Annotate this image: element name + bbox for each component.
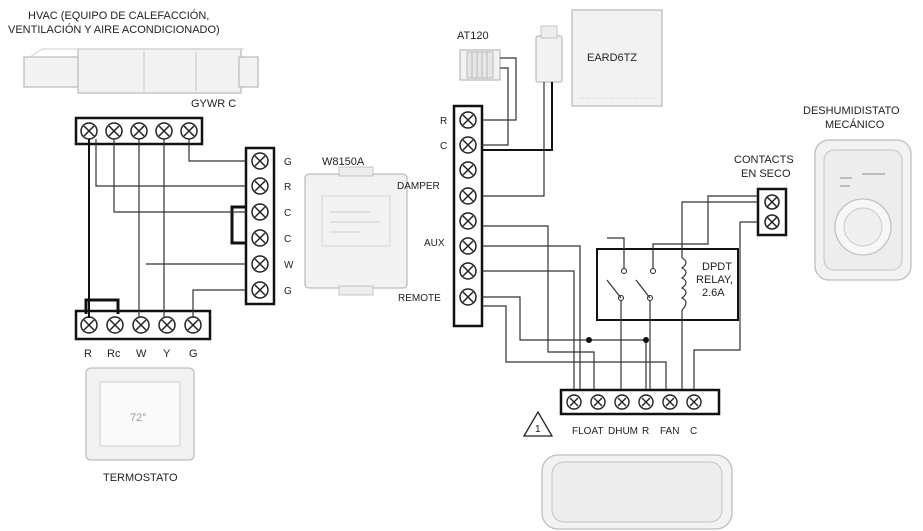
right-wires	[482, 57, 758, 389]
screw-icon	[130, 122, 148, 140]
screw-icon	[662, 394, 678, 410]
eard6tz-terminal-label: REMOTE	[398, 293, 441, 304]
eard6tz-terminal-label: C	[440, 141, 447, 152]
relay-label-line3: 2.6A	[702, 287, 725, 299]
screw-icon	[80, 122, 98, 140]
screw-icon	[459, 161, 477, 179]
screw-icon	[251, 229, 269, 247]
screw-icon	[686, 394, 702, 410]
thermostat-device	[85, 367, 195, 461]
mechanical-dehumidistat	[814, 139, 912, 281]
w8150a-terminal-label: G	[284, 157, 292, 168]
jumper-wire	[84, 298, 120, 314]
thermostat-terminal-label: W	[136, 348, 147, 360]
gywr-terminal-strip	[74, 116, 204, 146]
eard6tz-terminal-label: AUX	[424, 238, 445, 249]
dpdt-relay	[596, 248, 739, 389]
w8150a-device	[304, 166, 408, 296]
dry-contacts-block	[756, 187, 788, 237]
eard6tz-terminal-label: DAMPER	[397, 181, 440, 192]
eard6tz-panel	[571, 9, 663, 107]
plug-box	[535, 25, 563, 83]
bottom-terminal-label: DHUM	[608, 426, 638, 437]
thermostat-terminal-label: G	[189, 348, 198, 360]
contacts-label-line1: CONTACTS	[734, 154, 794, 166]
dehumidistat-label-line2: MECÁNICO	[825, 118, 885, 131]
screw-icon	[105, 122, 123, 140]
screw-icon	[764, 214, 780, 230]
note-number: 1	[535, 424, 541, 435]
thermostat-terminal-strip	[74, 309, 212, 341]
screw-icon	[566, 394, 582, 410]
hvac-title-line1: HVAC (EQUIPO DE CALEFACCIÓN,	[28, 9, 209, 22]
screw-icon	[459, 136, 477, 154]
screw-icon	[158, 316, 176, 334]
screw-icon	[155, 122, 173, 140]
at120-label: AT120	[457, 30, 489, 42]
screw-icon	[251, 152, 269, 170]
eard6tz-terminal-label: R	[440, 116, 447, 127]
thermostat-terminal-label: Rc	[107, 348, 121, 360]
eard6tz-terminal-strip	[452, 104, 484, 328]
screw-icon	[132, 316, 150, 334]
warning-triangle-icon	[522, 410, 554, 437]
at120-transformer	[459, 49, 501, 81]
relay-label-line1: DPDT	[702, 261, 732, 273]
screw-icon	[459, 212, 477, 230]
screw-icon	[180, 122, 198, 140]
bottom-terminal-label: R	[642, 426, 649, 437]
dehumidifier-unit	[541, 454, 733, 530]
screw-icon	[251, 203, 269, 221]
screw-icon	[590, 394, 606, 410]
screw-icon	[459, 262, 477, 280]
thermostat-terminal-label: R	[84, 348, 92, 360]
thermostat-label: TERMOSTATO	[103, 472, 178, 484]
screw-icon	[764, 194, 780, 210]
bottom-terminal-label: FLOAT	[572, 426, 603, 437]
bottom-terminal-label: C	[690, 426, 697, 437]
contacts-label-line2: EN SECO	[741, 168, 791, 180]
w8150a-terminal-label: G	[284, 286, 292, 297]
w8150a-terminal-label: C	[284, 208, 291, 219]
screw-icon	[251, 281, 269, 299]
w8150a-terminal-label: C	[284, 234, 291, 245]
w8150a-terminal-strip	[244, 146, 276, 306]
w8150a-terminal-label: W	[284, 260, 294, 271]
thermostat-display: 72°	[130, 412, 147, 424]
bottom-terminal-label: FAN	[660, 426, 679, 437]
hvac-unit	[23, 48, 259, 94]
left-wires	[88, 139, 246, 318]
screw-icon	[184, 316, 202, 334]
screw-icon	[638, 394, 654, 410]
thermostat-terminal-label: Y	[163, 348, 171, 360]
screw-icon	[251, 177, 269, 195]
gywr-title: GYWR C	[191, 98, 236, 110]
relay-label-line2: RELAY,	[696, 274, 733, 286]
w8150a-terminal-label: R	[284, 182, 291, 193]
screw-icon	[614, 394, 630, 410]
screw-icon	[106, 316, 124, 334]
screw-icon	[459, 288, 477, 306]
w8150a-label: W8150A	[322, 156, 365, 168]
screw-icon	[80, 316, 98, 334]
screw-icon	[251, 255, 269, 273]
screw-icon	[459, 237, 477, 255]
screw-icon	[459, 111, 477, 129]
dehumidistat-label-line1: DESHUMIDISTATO	[803, 105, 900, 117]
bottom-terminal-strip	[559, 388, 721, 416]
hvac-title-line2: VENTILACIÓN Y AIRE ACONDICIONADO)	[8, 23, 220, 36]
eard6tz-label: EARD6TZ	[587, 52, 637, 64]
jumper-wire	[230, 205, 246, 245]
screw-icon	[459, 187, 477, 205]
